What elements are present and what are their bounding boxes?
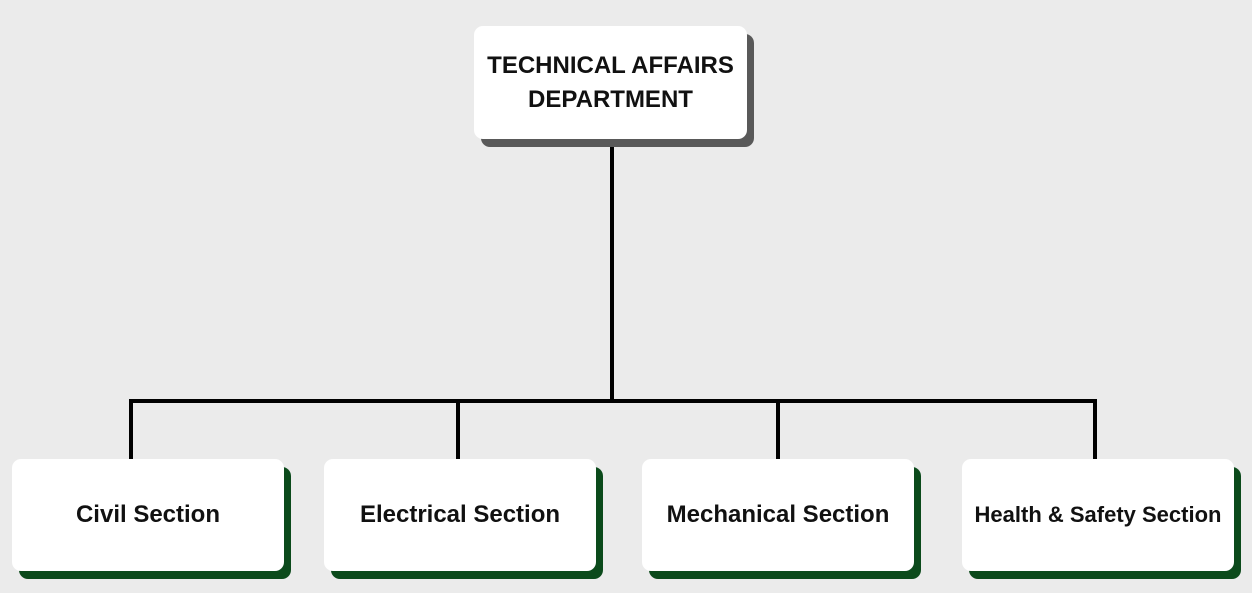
- node-label: Health & Safety Section: [974, 502, 1222, 527]
- node-label: Mechanical Section: [666, 501, 890, 528]
- root-node-label: TECHNICAL AFFAIRS DEPARTMENT: [487, 49, 734, 117]
- node-electrical-section: Electrical Section: [324, 459, 596, 571]
- root-label-line-2: DEPARTMENT: [528, 85, 693, 113]
- node-health-safety-section: Health & Safety Section: [962, 459, 1234, 571]
- node-label: Electrical Section: [359, 501, 561, 528]
- node-label: Civil Section: [75, 501, 221, 528]
- root-label-line-1: TECHNICAL AFFAIRS: [487, 51, 734, 79]
- node-civil-section: Civil Section: [12, 459, 284, 571]
- node-mechanical-section: Mechanical Section: [642, 459, 914, 571]
- node-technical-affairs-department: TECHNICAL AFFAIRS DEPARTMENT: [474, 26, 747, 139]
